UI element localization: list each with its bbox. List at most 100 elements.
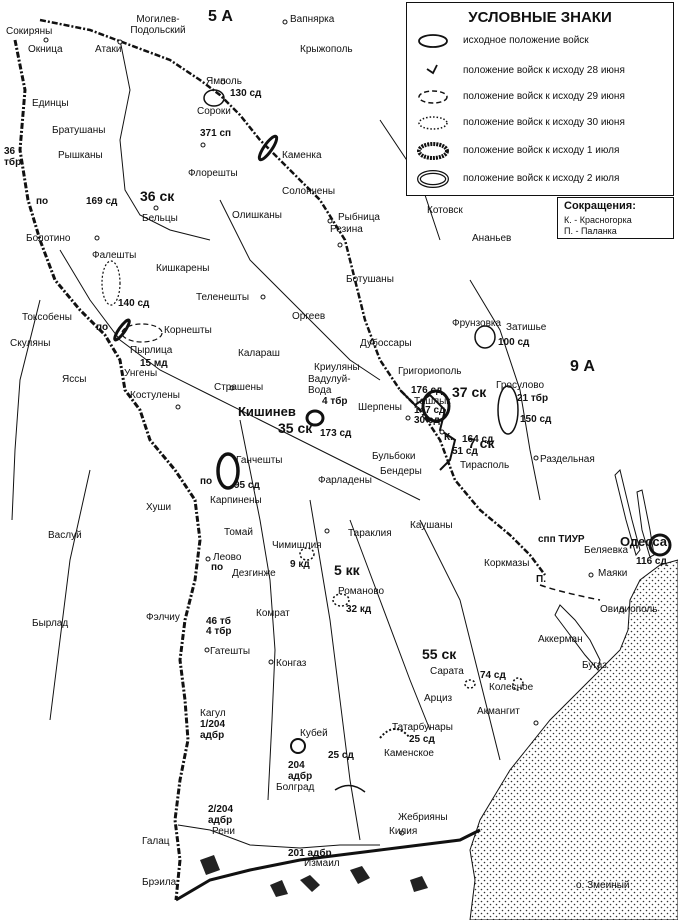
- unit-label: 147 сд: [414, 405, 446, 416]
- place-label: Каменка: [282, 150, 322, 161]
- place-label: Маяки: [598, 568, 628, 579]
- place-label: Единцы: [32, 98, 69, 109]
- place-label: Григориополь: [398, 366, 462, 377]
- place-label: Ананьев: [472, 233, 512, 244]
- unit-label: 9 кд: [290, 559, 310, 570]
- bold-ellipse-icon: [417, 142, 449, 160]
- force-positions: [101, 89, 672, 793]
- unit-label: 130 сд: [230, 88, 262, 99]
- place-label: Бугаз: [582, 660, 607, 671]
- place-label: Коркмазы: [484, 558, 530, 569]
- unit-label: 100 сд: [498, 337, 530, 348]
- abbrev-mark: П.: [536, 574, 546, 585]
- place-label: Томай: [224, 527, 253, 538]
- place-label: Братушаны: [52, 125, 106, 136]
- legend-row-july2: положение войск к исходу 2 июля: [407, 169, 673, 189]
- place-label: Ташлык: [414, 396, 451, 407]
- place-label: Солончены: [282, 186, 336, 197]
- unit-label: по: [200, 476, 213, 487]
- unit-label: 371 сп: [200, 128, 232, 139]
- solid-ellipse-icon: [418, 34, 448, 48]
- unit-label: по: [96, 322, 109, 333]
- place-label: Ганчешты: [236, 455, 283, 466]
- corps-label: 5 кк: [334, 562, 360, 578]
- place-label: Пырлица: [130, 345, 173, 356]
- corps-label: 36 ск: [140, 188, 175, 204]
- place-label: Измаил: [304, 858, 340, 869]
- place-label: Васлуй: [48, 530, 82, 541]
- place-label: Фарладены: [318, 475, 372, 486]
- legend-label: положение войск к исходу 28 июня: [463, 65, 625, 76]
- abbreviations-title: Сокращения:: [564, 200, 636, 212]
- place-label: Раздельная: [540, 454, 595, 465]
- place-label: Беляевка: [584, 545, 629, 556]
- place-label: Овидиополь: [600, 604, 658, 615]
- place-label: Килия: [389, 826, 418, 837]
- unit-label: 164 сд: [462, 434, 494, 445]
- unit-label: спп ТИУР: [538, 534, 585, 545]
- border-dniester: [39, 18, 546, 576]
- unit-label: 21 тбр: [517, 393, 549, 404]
- unit-label: 140 сд: [118, 298, 150, 309]
- corps-label: 55 ск: [422, 646, 457, 662]
- place-label: Дубоссары: [360, 338, 412, 349]
- unit-label: 173 сд: [320, 428, 352, 439]
- unit-label: 4 тбр: [322, 396, 348, 407]
- place-label: Каушаны: [410, 520, 453, 531]
- dniester-liman: [554, 604, 601, 672]
- legend-label: положение войск к исходу 2 июля: [463, 173, 620, 184]
- place-label: Ямполь: [206, 76, 242, 87]
- unit-label: 30 сд: [414, 415, 440, 426]
- place-label: Вадулуй-Вода: [308, 374, 351, 396]
- place-label: Кишкарены: [156, 263, 210, 274]
- unit-label: 74 сд: [480, 670, 506, 681]
- place-label-capital: Кишинев: [238, 404, 296, 419]
- place-label: Страшены: [214, 382, 264, 393]
- unit-label: 150 сд: [520, 414, 552, 425]
- place-label: Костулены: [130, 390, 180, 401]
- place-label: Чимишлия: [272, 540, 322, 551]
- place-label: Тараклия: [348, 528, 392, 539]
- border-prut: [13, 39, 202, 901]
- unit-label: 25 сд: [328, 750, 354, 761]
- abbreviations-box: Сокращения: К. - Красногорка П. - Паланк…: [557, 197, 674, 239]
- place-label: Атаки: [95, 44, 122, 55]
- place-label: Олишканы: [232, 210, 282, 221]
- unit-label: 204 адбр: [288, 760, 313, 782]
- place-label: Корнешты: [164, 325, 212, 336]
- place-label: Акмангит: [477, 706, 520, 717]
- unit-label: 1/204 адбр: [200, 719, 226, 741]
- corps-label: 37 ск: [452, 384, 487, 400]
- legend-row-initial: исходное положение войск: [407, 31, 673, 51]
- place-label: Окница: [28, 44, 63, 55]
- lakes: [614, 469, 641, 557]
- legend-label: исходное положение войск: [463, 35, 589, 46]
- unit-label: по: [36, 196, 49, 207]
- place-label: Леово: [213, 552, 242, 563]
- place-label: о. Змеиный: [576, 880, 630, 891]
- double-ellipse-icon: [417, 170, 449, 188]
- place-label: Ясcы: [62, 374, 87, 385]
- place-label: Оргеев: [292, 311, 326, 322]
- unit-label: 176 сд: [411, 385, 443, 396]
- army-label: 9 А: [570, 358, 595, 375]
- unit-label: 15 мд: [140, 358, 168, 369]
- place-label-city: Одесса: [620, 534, 667, 549]
- unit-label: 116 сд: [636, 556, 667, 567]
- place-label: Бырлад: [32, 618, 69, 629]
- place-label: Флорешты: [188, 168, 238, 179]
- corps-label: 7 ск: [468, 435, 495, 451]
- place-label: Дезгинже: [232, 568, 276, 579]
- place-label: Сороки: [197, 106, 231, 117]
- place-label: Рени: [212, 826, 235, 837]
- place-label: Болотино: [26, 233, 71, 244]
- legend-box: УСЛОВНЫЕ ЗНАКИ исходное положение войск …: [406, 2, 674, 196]
- legend-row-june30: положение войск к исходу 30 июня: [407, 113, 673, 133]
- place-label: Тирасполь: [460, 460, 510, 471]
- place-label: Могилев-Подольский: [130, 14, 186, 36]
- unit-label: 4 тбр: [206, 626, 232, 637]
- dashed-ellipse-icon: [418, 90, 448, 104]
- unit-label: по: [211, 562, 224, 573]
